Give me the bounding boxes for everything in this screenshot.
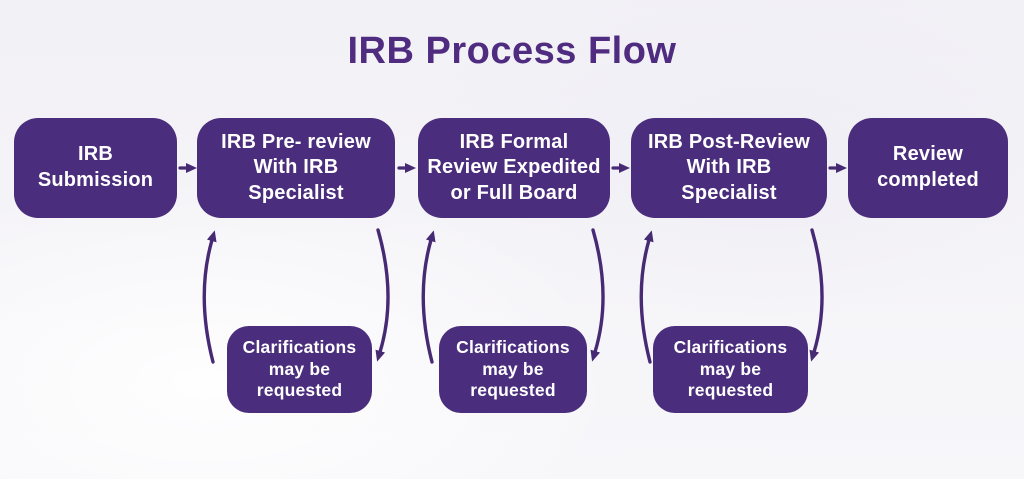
flow-step-irb-post-review: IRB Post-Review With IRB Specialist: [631, 118, 827, 218]
loop-box-label: Clarifications may be requested: [673, 336, 788, 401]
flow-step-irb-pre-review: IRB Pre- review With IRB Specialist: [197, 118, 395, 218]
loop-box-label: Clarifications may be requested: [242, 336, 357, 401]
flow-step-irb-submission: IRB Submission: [14, 118, 177, 218]
page-title: IRB Process Flow: [347, 30, 677, 72]
loop-box-clarifications-1: Clarifications may be requested: [227, 326, 372, 413]
flow-step-label: IRB Pre- review With IRB Specialist: [221, 130, 371, 204]
loop-down-arrow-icon-1: [375, 228, 390, 362]
loop-up-arrow-icon-2: [421, 230, 436, 364]
flow-step-irb-formal-review: IRB Formal Review Expedited or Full Boar…: [418, 118, 610, 218]
flow-step-label: IRB Post-Review With IRB Specialist: [648, 130, 810, 204]
loop-up-arrow-icon-3: [639, 230, 654, 364]
loop-box-label: Clarifications may be requested: [456, 336, 570, 401]
loop-down-arrow-icon-2: [590, 228, 605, 362]
loop-up-arrow-icon-1: [202, 230, 217, 364]
flow-step-review-completed: Review completed: [848, 118, 1008, 218]
loop-box-clarifications-3: Clarifications may be requested: [653, 326, 808, 413]
flow-step-label: IRB Formal Review Expedited or Full Boar…: [427, 130, 601, 204]
loop-down-arrow-icon-3: [809, 228, 824, 362]
loop-box-clarifications-2: Clarifications may be requested: [439, 326, 587, 413]
flow-step-label: IRB Submission: [37, 143, 154, 191]
flow-step-label: Review completed: [877, 143, 979, 191]
